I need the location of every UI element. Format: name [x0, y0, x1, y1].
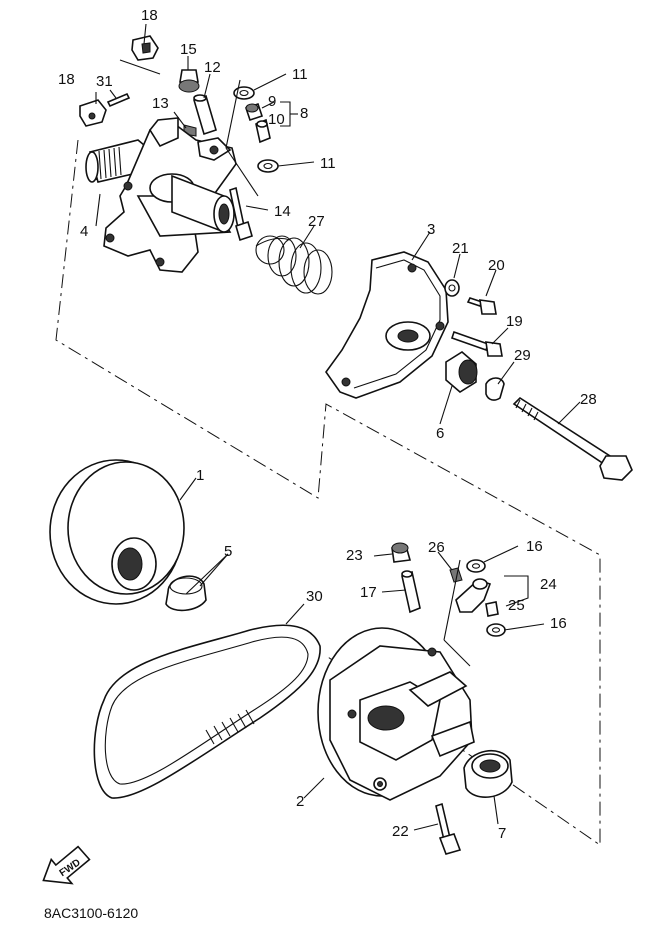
- part-11-washer-bottom: [257, 159, 279, 173]
- callout-9: 9: [268, 93, 276, 110]
- callout-29: 29: [514, 347, 531, 364]
- callout-17: 17: [360, 584, 377, 601]
- part-31-pin: [106, 92, 131, 108]
- callout-20: 20: [488, 257, 505, 274]
- part-28-long-bolt: [512, 396, 633, 481]
- callout-21: 21: [452, 240, 469, 257]
- callout-25: 25: [508, 597, 525, 614]
- part-27-spring: [255, 235, 333, 295]
- callout-27: 27: [308, 213, 325, 230]
- part-7-bushing: [463, 750, 513, 798]
- callout-23: 23: [346, 547, 363, 564]
- callout-28: 28: [580, 391, 597, 408]
- callout-18-top: 18: [141, 7, 158, 24]
- part-4-spider-hub: [85, 117, 237, 273]
- callout-11-top: 11: [292, 66, 308, 83]
- part-14-bolt: [229, 186, 253, 242]
- callout-5: 5: [224, 543, 232, 560]
- part-18-clip-top: [131, 35, 159, 61]
- part-24-weight-arm: [455, 578, 492, 613]
- part-19-bolt: [450, 330, 503, 357]
- part-26-screw: [449, 567, 463, 583]
- part-2-movable-sheave: [317, 627, 475, 801]
- part-9-roller: [244, 102, 264, 122]
- callout-13: 13: [152, 95, 169, 112]
- part-16-washer-top: [466, 559, 486, 573]
- part-1-sheave: [49, 459, 185, 605]
- part-11-washer-top: [233, 86, 255, 100]
- callout-22: 22: [392, 823, 409, 840]
- callout-7: 7: [498, 825, 506, 842]
- part-22-bolt: [435, 802, 462, 855]
- callout-3: 3: [427, 221, 435, 238]
- callout-31: 31: [96, 73, 113, 90]
- callout-18-left: 18: [58, 71, 75, 88]
- part-10-bushing: [255, 118, 271, 144]
- part-3-cover: [325, 251, 449, 399]
- fwd-arrow-icon: FWD: [42, 845, 91, 885]
- callout-26: 26: [428, 539, 445, 556]
- callout-14: 14: [274, 203, 291, 220]
- part-25-roller: [485, 601, 499, 617]
- callout-2: 2: [296, 793, 304, 810]
- callout-11-bottom: 11: [320, 155, 336, 172]
- callout-8: 8: [300, 105, 308, 122]
- callout-16-top: 16: [526, 538, 543, 555]
- part-30-drive-belt: [93, 624, 321, 799]
- callout-16-bottom: 16: [550, 615, 567, 632]
- callout-4: 4: [80, 223, 88, 240]
- assembly-boundary-lines: [55, 139, 601, 846]
- part-20-bolt: [466, 297, 497, 315]
- callout-10: 10: [268, 111, 285, 128]
- part-15-cap-nut: [178, 69, 200, 93]
- callout-15: 15: [180, 41, 197, 58]
- part-21-washer: [444, 279, 460, 297]
- callout-1: 1: [196, 467, 204, 484]
- part-23-cap-nut: [391, 542, 412, 563]
- callout-12: 12: [204, 59, 221, 76]
- part-16-washer-bottom: [486, 623, 506, 637]
- callout-19: 19: [506, 313, 523, 330]
- part-29-clip: [485, 377, 505, 401]
- diagram-code: 8AC3100-6120: [44, 905, 138, 921]
- callout-numbers: 18 15 12 18 31 13 11 9 10 8 11 14 27 4 3…: [58, 7, 597, 842]
- callout-6: 6: [436, 425, 444, 442]
- part-12-sleeve: [193, 94, 217, 136]
- part-17-sleeve: [401, 570, 421, 614]
- part-18-clip-left: [79, 99, 107, 127]
- callout-24: 24: [540, 576, 557, 593]
- part-6-bushing: [445, 351, 478, 393]
- callout-30: 30: [306, 588, 323, 605]
- leader-lines: [95, 23, 581, 831]
